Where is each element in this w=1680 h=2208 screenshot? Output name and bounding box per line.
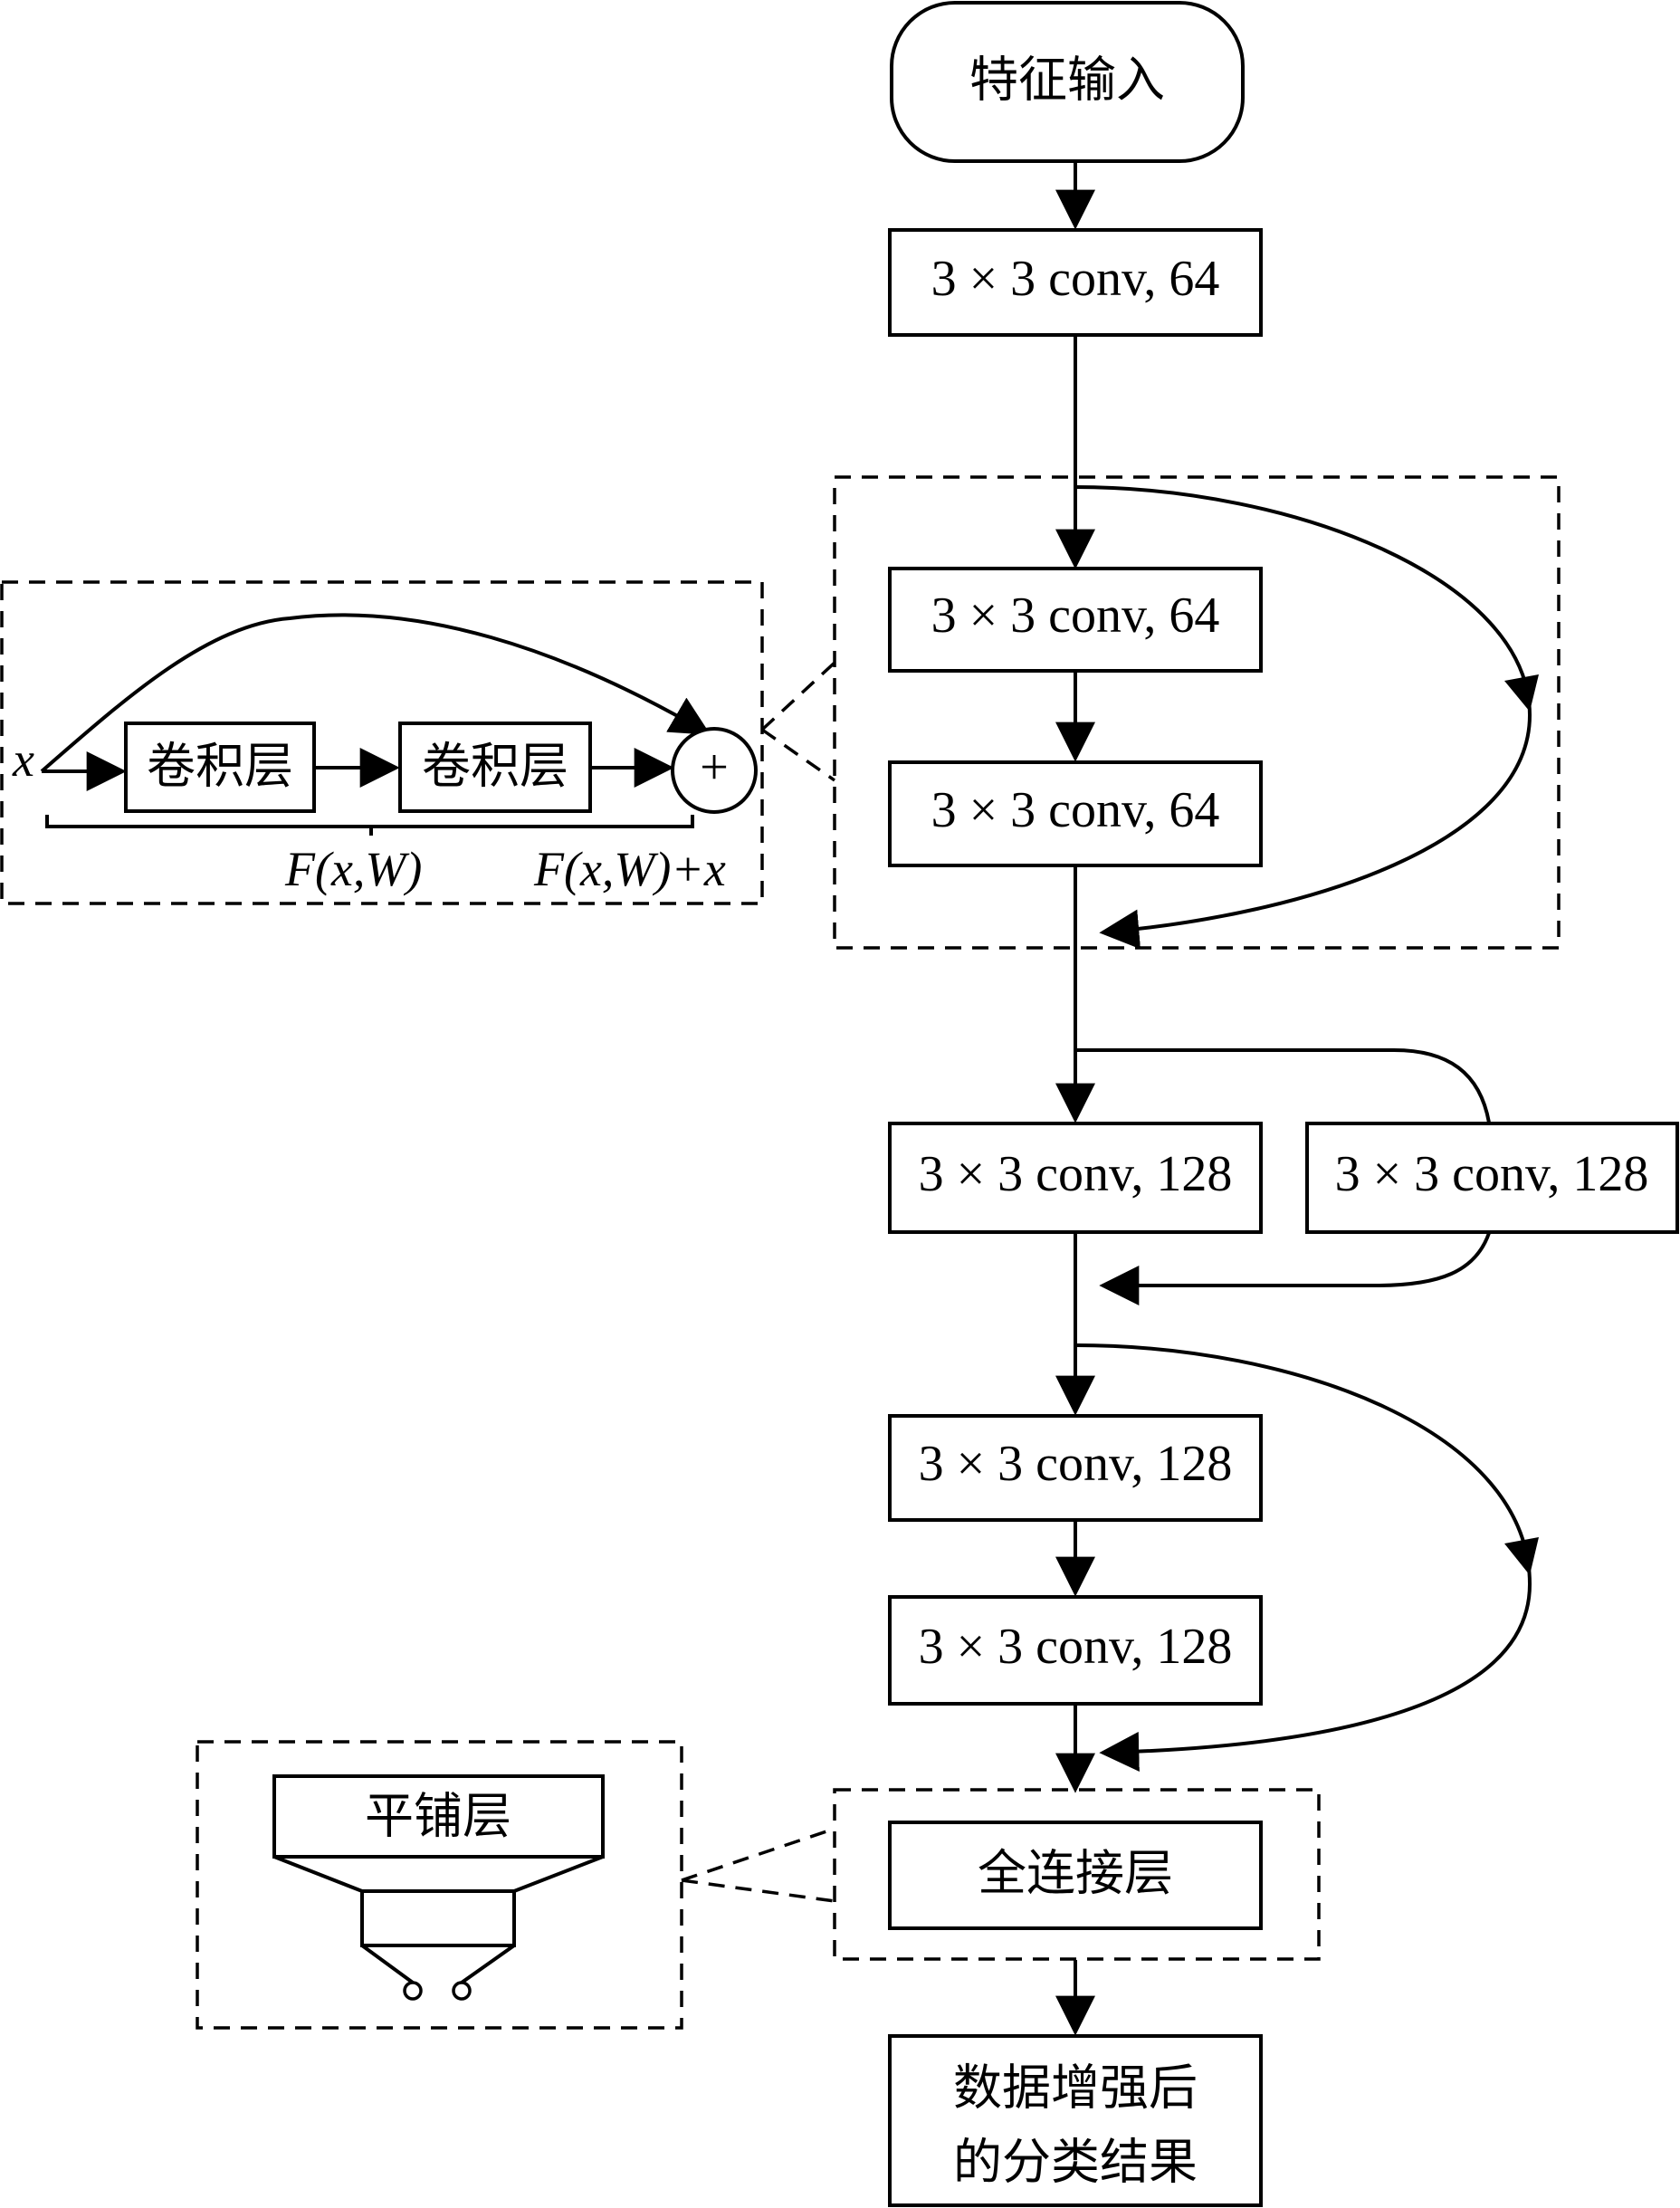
svg-text:3 × 3 conv, 64: 3 × 3 conv, 64 xyxy=(931,588,1220,644)
svg-text:3 × 3 conv, 128: 3 × 3 conv, 128 xyxy=(919,1436,1233,1492)
residual-detail-frame xyxy=(0,580,764,905)
conv1-node: 3 × 3 conv, 64 xyxy=(888,228,1263,337)
res2-conv-shortcut-node: 3 × 3 conv, 128 xyxy=(1305,1122,1679,1234)
flatten-detail-frame xyxy=(196,1740,683,2030)
svg-text:卷积层: 卷积层 xyxy=(422,738,568,795)
residual-detail-inset: x 卷积层 卷积层 + F(x,W) F(x,W)+x xyxy=(0,580,836,905)
svg-text:数据增强后: 数据增强后 xyxy=(953,2060,1198,2117)
skip-connection-1 xyxy=(1074,485,1539,950)
conv-layer-a: 卷积层 xyxy=(124,722,316,813)
res1-conv1-node: 3 × 3 conv, 64 xyxy=(888,567,1263,673)
skip-connection-2 xyxy=(1075,1048,1491,1305)
svg-text:特征输入: 特征输入 xyxy=(969,52,1165,109)
conv-layer-b: 卷积层 xyxy=(398,722,592,813)
skip-connection-3 xyxy=(1074,1343,1539,1772)
svg-text:3 × 3 conv, 64: 3 × 3 conv, 64 xyxy=(931,782,1220,838)
svg-text:全连接层: 全连接层 xyxy=(978,1845,1173,1902)
svg-text:3 × 3 conv, 128: 3 × 3 conv, 128 xyxy=(919,1619,1233,1675)
svg-text:3 × 3 conv, 128: 3 × 3 conv, 128 xyxy=(1335,1146,1649,1202)
svg-text:卷积层: 卷积层 xyxy=(147,738,293,795)
svg-text:的分类结果: 的分类结果 xyxy=(953,2134,1198,2191)
input-x-label: x xyxy=(12,732,34,787)
res3-conv1-node: 3 × 3 conv, 128 xyxy=(888,1414,1263,1522)
flatten-detail-inset: 平铺层 xyxy=(196,1740,835,2030)
svg-text:3 × 3 conv, 128: 3 × 3 conv, 128 xyxy=(919,1146,1233,1202)
svg-text:平铺层: 平铺层 xyxy=(365,1788,511,1845)
svg-text:+: + xyxy=(700,740,729,796)
fx-plus-x-label: F(x,W)+x xyxy=(533,842,726,896)
residual-block-1-frame xyxy=(833,475,1561,950)
fc-node: 全连接层 xyxy=(888,1821,1263,1930)
input-node: 特征输入 xyxy=(890,1,1245,163)
fx-label: F(x,W) xyxy=(284,842,422,896)
svg-text:3 × 3 conv, 64: 3 × 3 conv, 64 xyxy=(931,251,1220,307)
add-node: + xyxy=(671,727,758,814)
fc-frame xyxy=(833,1788,1321,1961)
res3-conv2-node: 3 × 3 conv, 128 xyxy=(888,1595,1263,1706)
res1-conv2-node: 3 × 3 conv, 64 xyxy=(888,760,1263,867)
output-node: 数据增强后 的分类结果 xyxy=(888,2034,1263,2207)
res2-conv-main-node: 3 × 3 conv, 128 xyxy=(888,1122,1263,1234)
